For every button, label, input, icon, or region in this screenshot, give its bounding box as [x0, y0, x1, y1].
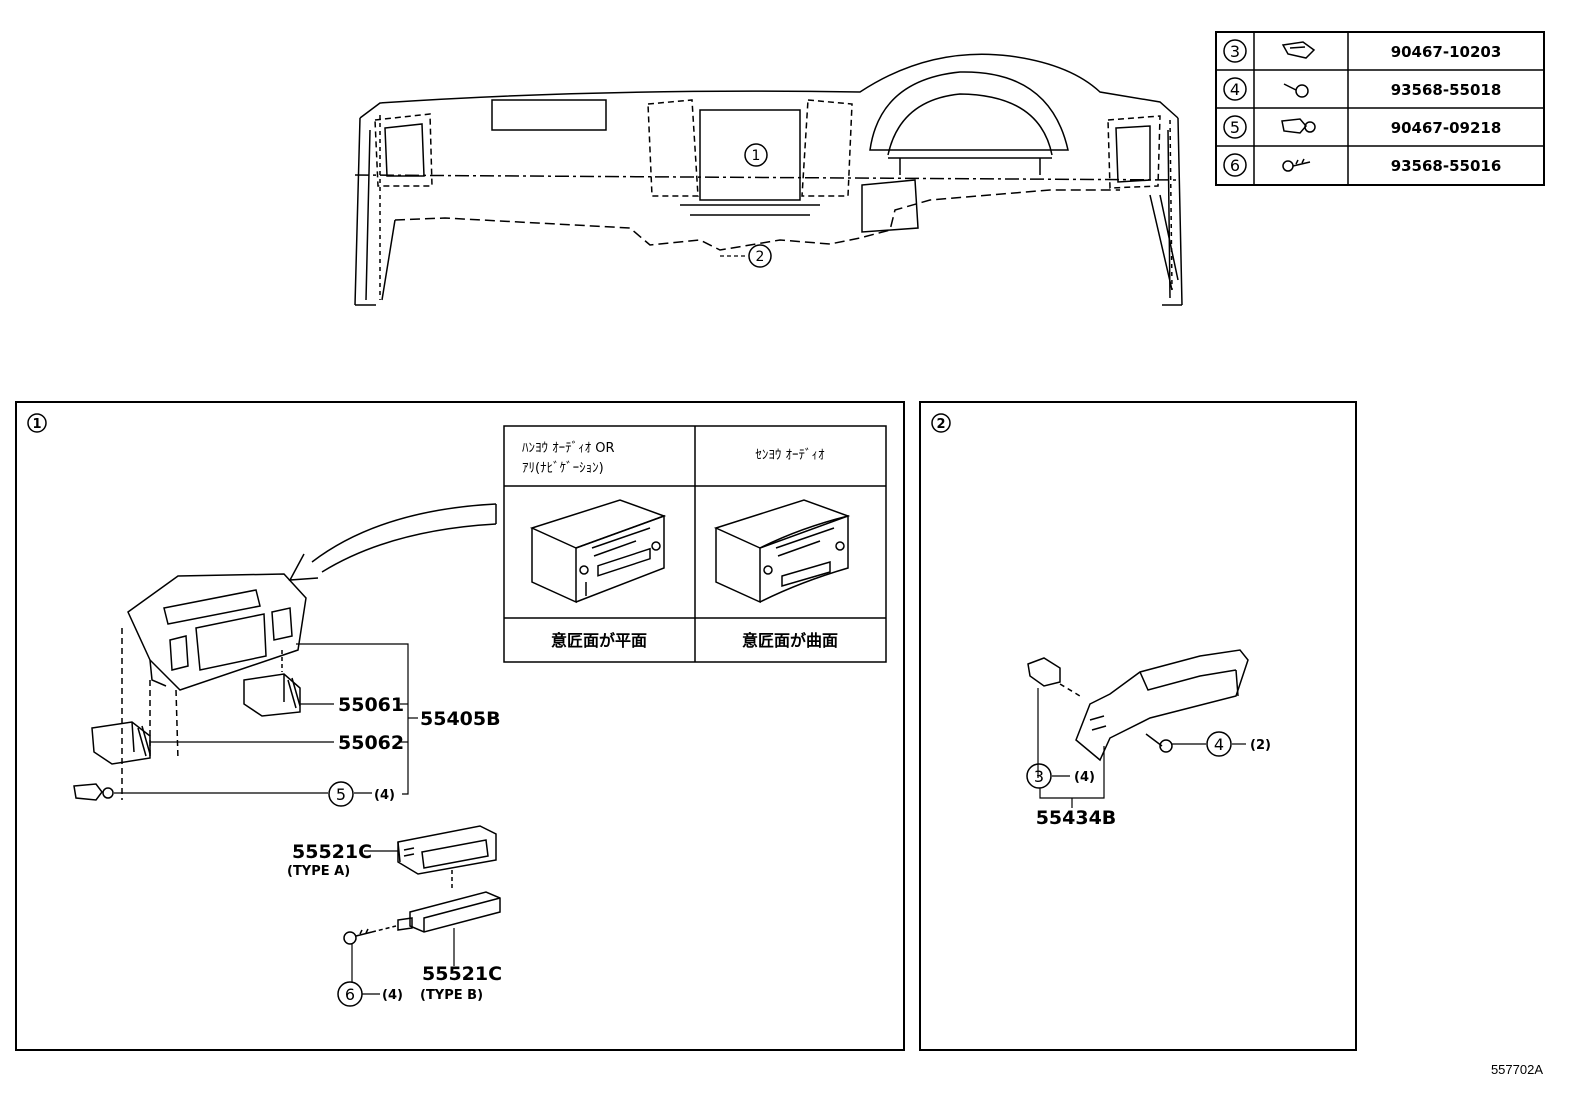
screw-4-drawing: [1145, 733, 1173, 753]
legend-num-5: 5: [1230, 118, 1240, 137]
callout-4-num: 4: [1214, 735, 1224, 754]
coin-box-leader-lines: [351, 850, 455, 995]
panel-2-frame: [919, 401, 1357, 1051]
legend-part-4: 93568-55018: [1391, 81, 1502, 99]
clip-icon: [1281, 41, 1316, 59]
panel-1-label: 1: [27, 413, 47, 433]
callout-4: 4: [1206, 731, 1232, 757]
panel-2-label: 2: [931, 413, 951, 433]
clip-icon: [1281, 118, 1316, 134]
part-label-55434B: 55434B: [1036, 807, 1117, 829]
legend-num-3: 3: [1230, 42, 1240, 61]
callout-6-num: 6: [345, 985, 355, 1004]
part-label-55061: 55061: [338, 694, 404, 716]
panel-1-leader-lines: [114, 643, 418, 795]
type-a-label: (TYPE A): [287, 864, 350, 879]
figure-code: 557702A: [1491, 1062, 1543, 1077]
clip-5-drawing: [73, 783, 114, 801]
audio-unit-flat-drawing: [529, 499, 667, 604]
legend-row-4: 4 93568-55018: [1223, 77, 1502, 101]
panel-1-frame: [15, 401, 905, 1051]
clip-3-drawing: [1027, 657, 1081, 697]
callout-5-num: 5: [336, 785, 346, 804]
audio-col2-footer: 意匠面が曲面: [742, 631, 838, 650]
callout-5-qty: (4): [374, 788, 395, 803]
part-label-55521C-a: 55521C: [292, 841, 372, 863]
callout-4-qty: (2): [1250, 738, 1271, 753]
legend-num-6: 6: [1230, 156, 1240, 175]
panel-1-label-num: 1: [32, 417, 41, 432]
type-b-label: (TYPE B): [420, 988, 483, 1003]
panel-2-label-num: 2: [936, 417, 945, 432]
overview-callout-2: 2: [720, 244, 772, 268]
part-label-55062: 55062: [338, 732, 404, 754]
screw-icon: [1283, 83, 1309, 98]
overview-callout-2-num: 2: [756, 249, 765, 265]
vent-55062-drawing: [91, 721, 151, 765]
callout-3-qty: (4): [1074, 770, 1095, 785]
callout-6-qty: (4): [382, 988, 403, 1003]
overview-callout-1-num: 1: [752, 148, 761, 164]
lower-panel-bracket-drawing: [1075, 649, 1249, 762]
callout-3-num: 3: [1034, 767, 1044, 786]
legend-part-6: 93568-55016: [1391, 157, 1502, 175]
callout-5: 5: [328, 781, 354, 807]
part-label-55521C-b: 55521C: [422, 963, 502, 985]
vent-55061-drawing: [243, 650, 301, 717]
audio-col2-header: ｾﾝﾖｳ ｵｰﾃﾞｨｵ: [755, 448, 825, 463]
overview-callout-1: 1: [744, 143, 768, 167]
legend-row-6: 6 93568-55016: [1223, 153, 1502, 177]
part-label-55405B: 55405B: [420, 708, 501, 730]
legend-num-4: 4: [1230, 80, 1240, 99]
callout-6: 6: [337, 981, 363, 1007]
callout-3: 3: [1026, 763, 1052, 789]
legend-row-3: 3 90467-10203: [1223, 39, 1502, 63]
screw-icon: [1282, 158, 1311, 172]
audio-type-table: [503, 425, 887, 663]
legend-row-5: 5 90467-09218: [1223, 115, 1502, 139]
audio-unit-curved-drawing: [713, 499, 851, 604]
coin-box-type-b-drawing: [397, 891, 501, 933]
audio-col1-header-line2: ｱﾘ(ﾅﾋﾞｹﾞｰｼｮﾝ): [522, 461, 604, 476]
fastener-legend-table: [1215, 31, 1545, 186]
legend-part-5: 90467-09218: [1391, 119, 1502, 137]
screw-6-drawing: [343, 925, 397, 945]
instrument-panel-overview: [354, 53, 1183, 306]
audio-col1-footer: 意匠面が平面: [551, 631, 647, 650]
reference-arrow: [288, 503, 497, 581]
legend-part-3: 90467-10203: [1391, 43, 1502, 61]
panel-2-leader-lines: [1037, 688, 1246, 808]
center-cluster-panel-drawing: [121, 573, 307, 800]
audio-col1-header-line1: ﾊﾝﾖｳ ｵｰﾃﾞｨｵ OR: [522, 441, 615, 456]
coin-box-type-a-drawing: [397, 825, 497, 890]
